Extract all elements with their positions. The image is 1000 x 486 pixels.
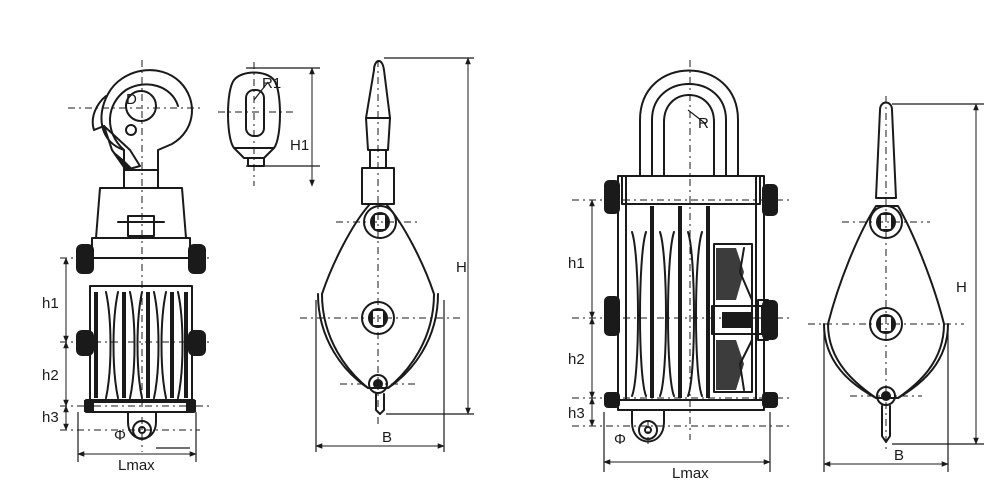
fig2-height-dimensions: h1 h2 h3 — [568, 199, 595, 427]
fig2-label-h1: h1 — [568, 255, 585, 272]
hook-block-front-view — [60, 60, 210, 452]
fig2-label-h3: h3 — [568, 405, 585, 422]
fig2-label-r: R — [698, 115, 709, 132]
fig2-label-h2: h2 — [568, 351, 585, 368]
fig2-label-h-total: H — [956, 279, 967, 296]
hook-shank — [95, 169, 187, 239]
fig1-label-h1: h1 — [42, 295, 59, 312]
fig1-label-h3: h3 — [42, 409, 59, 426]
sheave-cross-section — [711, 243, 769, 393]
fig1-label-h1-detail: H1 — [290, 137, 309, 154]
shackle-block-side-view: H B — [808, 96, 984, 472]
fig1-width-dimension: Lmax Φ D — [77, 91, 197, 474]
hook-block-side-view: H B — [300, 57, 474, 452]
shackle-eye-detail: R1 H1 — [218, 62, 320, 187]
shackle-block-front-view — [572, 60, 790, 446]
shackle-drawing — [621, 69, 761, 205]
fig1-label-phi: Φ — [114, 427, 126, 444]
sheave-stack — [76, 237, 206, 413]
fig1-label-r1: R1 — [262, 75, 281, 92]
fig1-label-h-total: H — [456, 259, 467, 276]
side1-top-axle — [363, 205, 397, 239]
fig1-label-b: B — [382, 429, 392, 446]
fig1-label-lmax: Lmax — [118, 457, 155, 474]
fig1-height-dimensions: h1 h2 h3 — [42, 257, 69, 431]
fig1-label-h2: h2 — [42, 367, 59, 384]
fig2-label-lmax: Lmax — [672, 465, 709, 482]
fig2-width-dimension: Lmax Φ R — [603, 115, 771, 482]
fig2-label-b: B — [894, 447, 904, 464]
hook-drawing — [91, 69, 193, 171]
fig1-label-d: D — [126, 91, 137, 108]
fig2-label-phi: Φ — [614, 431, 626, 448]
block-body — [604, 175, 778, 411]
